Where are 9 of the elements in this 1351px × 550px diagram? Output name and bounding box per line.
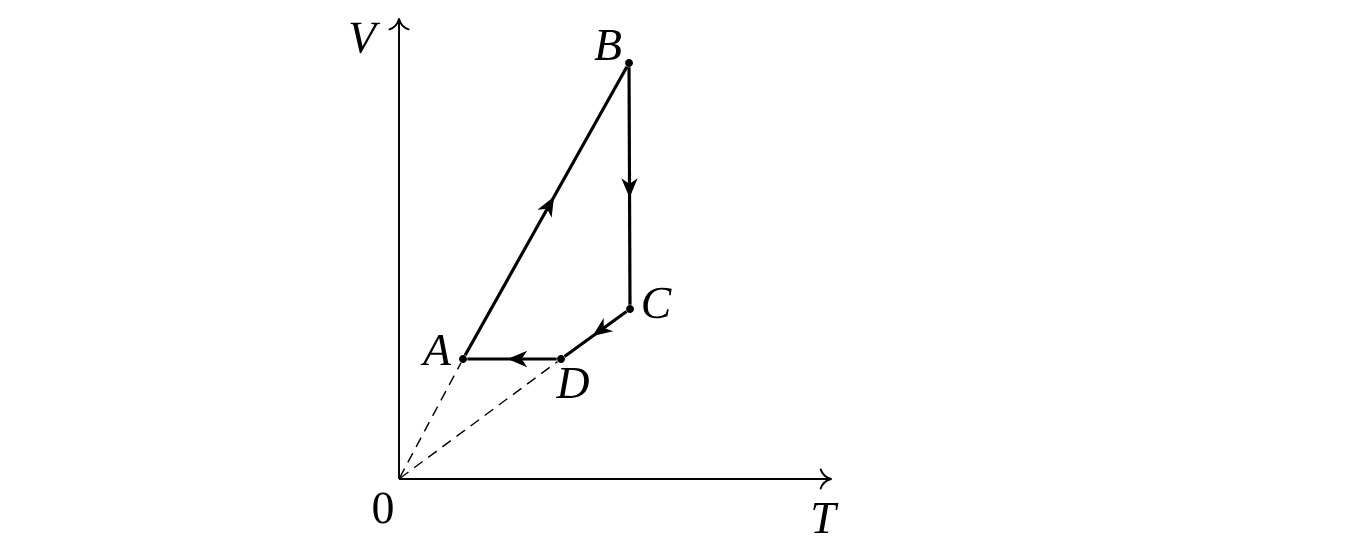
point-label: D: [556, 368, 589, 398]
arrow: [563, 310, 628, 358]
point-label: A: [420, 334, 452, 366]
point-label: 0: [373, 492, 393, 524]
axis-label: T: [813, 503, 839, 533]
arrow: [463, 66, 629, 356]
point-label: B: [594, 29, 621, 60]
point-label: C: [643, 287, 672, 319]
axis-label: V: [350, 22, 381, 54]
